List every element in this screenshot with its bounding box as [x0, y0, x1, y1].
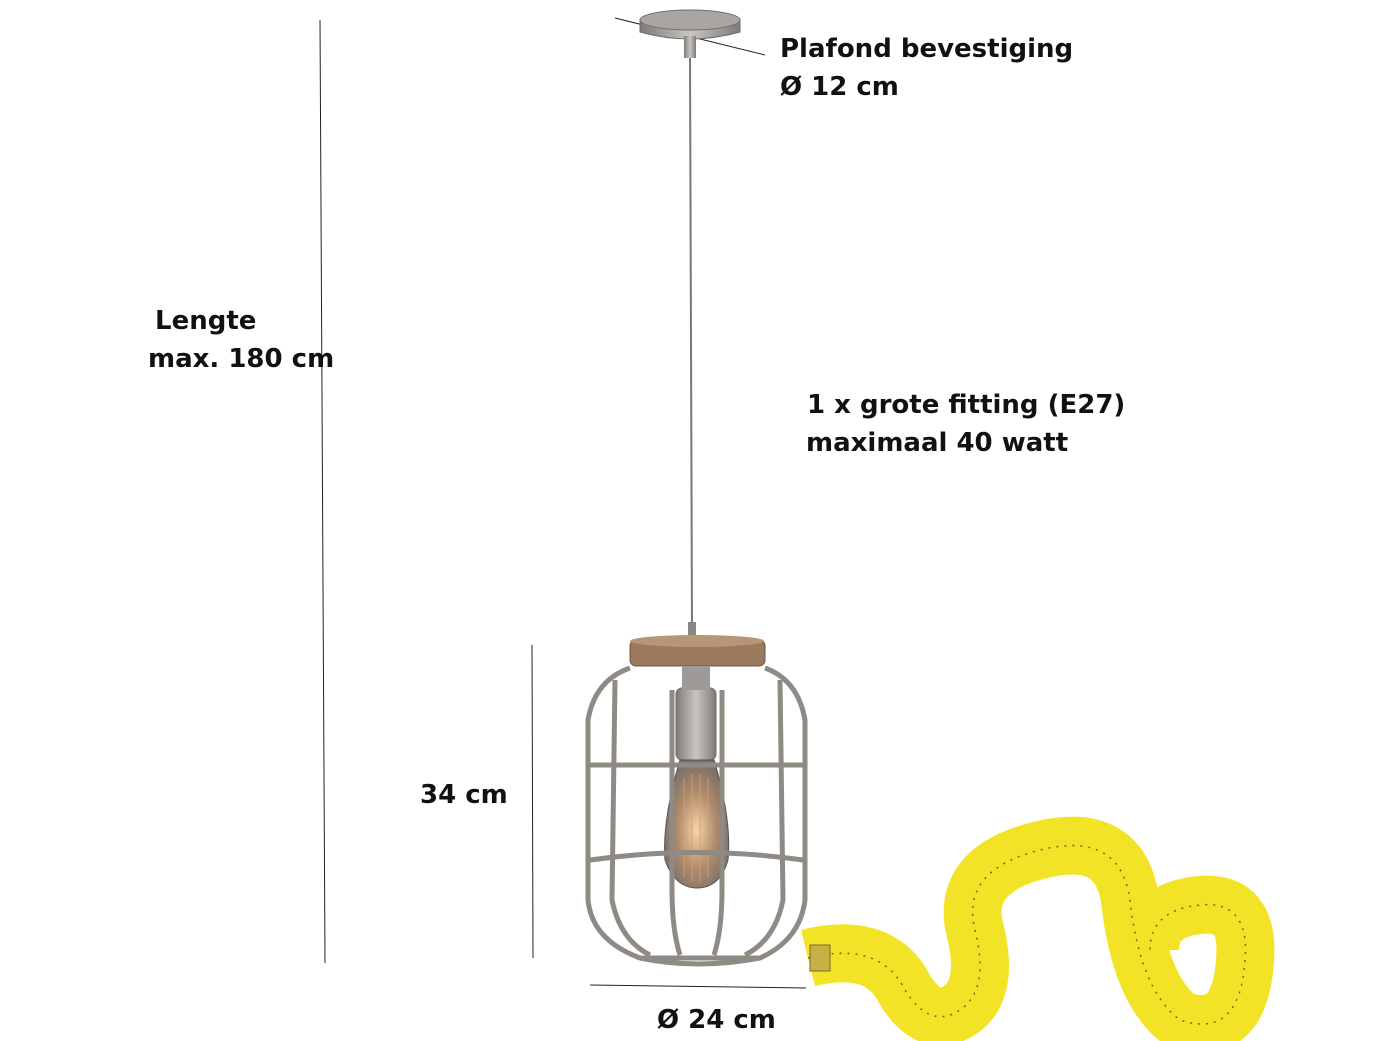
wire-cage [585, 665, 808, 967]
length-dimension-line [319, 19, 326, 964]
diameter-dimension-line [589, 984, 807, 989]
lamp-socket [675, 666, 717, 761]
height-label: 34 cm [420, 780, 508, 810]
suspension-cable [689, 57, 693, 631]
edison-bulb [664, 759, 730, 889]
wooden-cap [629, 635, 766, 667]
length-label: Lengte [155, 306, 257, 336]
ceiling-mount-label: Plafond bevestiging [780, 34, 1074, 64]
shade-diameter-label: Ø 24 cm [657, 1005, 776, 1035]
measuring-tape-image [800, 816, 1275, 1041]
length-max-label: max. 180 cm [148, 344, 335, 374]
max-watt-label: maximaal 40 watt [806, 428, 1069, 458]
fitting-label: 1 x grote fitting (E27) [807, 390, 1126, 420]
ceiling-canopy [639, 9, 741, 58]
ceiling-diameter-label: Ø 12 cm [780, 72, 899, 102]
height-dimension-line [531, 644, 534, 959]
